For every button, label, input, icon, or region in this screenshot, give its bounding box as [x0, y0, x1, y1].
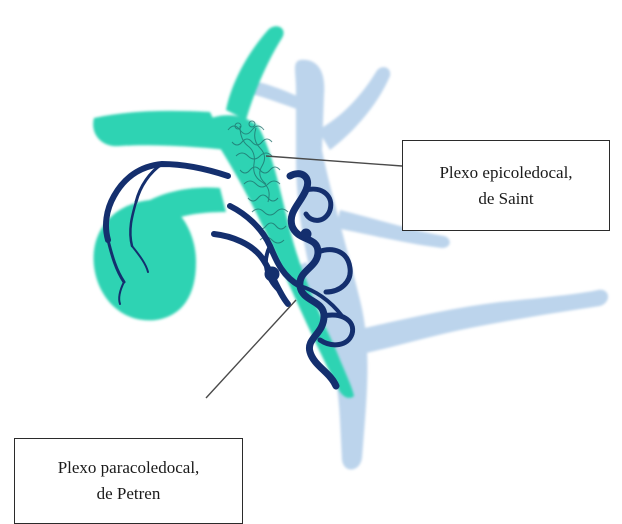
label-paracoledocal-line2: de Petren [15, 481, 242, 507]
label-epicoledocal-line1: Plexo epicoledocal, [403, 160, 609, 186]
leader-line-epicoledocal [266, 156, 402, 166]
label-paracoledocal-plexus: Plexo paracoledocal, de Petren [14, 438, 243, 524]
label-epicoledocal-line2: de Saint [403, 186, 609, 212]
label-epicoledocal-plexus: Plexo epicoledocal, de Saint [402, 140, 610, 231]
label-paracoledocal-line1: Plexo paracoledocal, [15, 455, 242, 481]
leader-line-paracoledocal [206, 300, 296, 398]
